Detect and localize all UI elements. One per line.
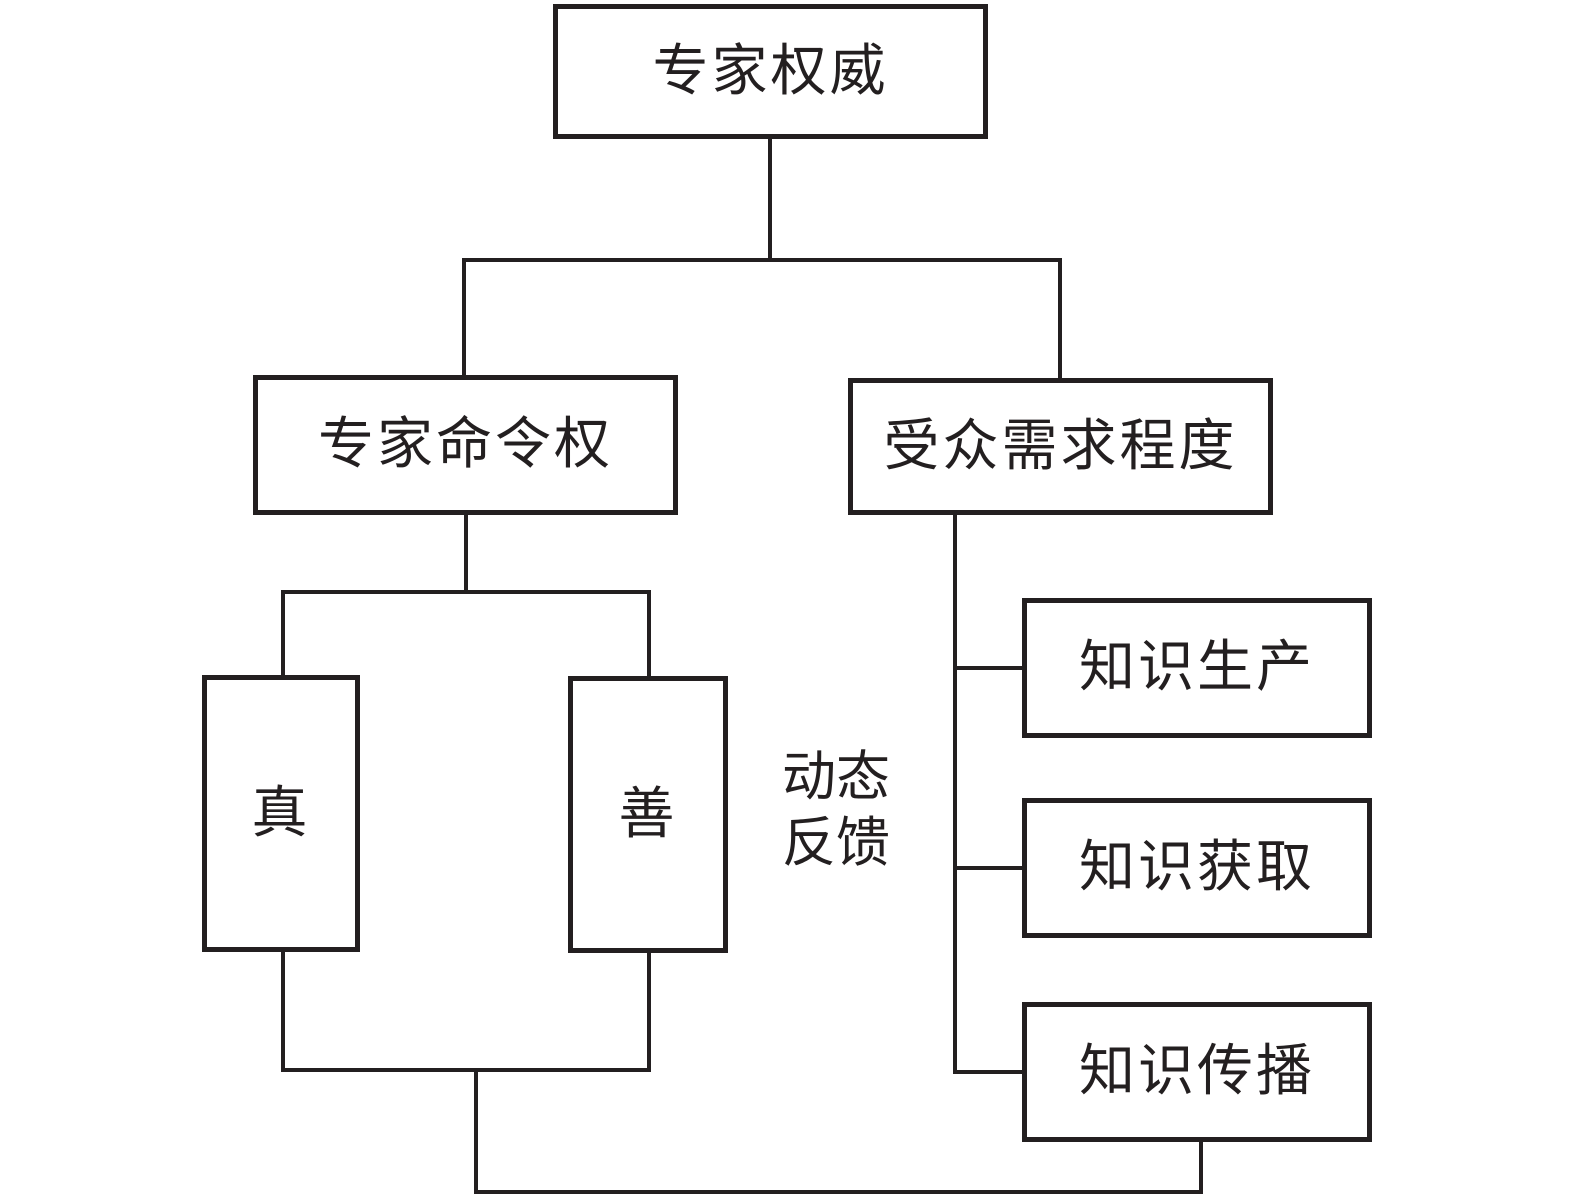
node-audience-demand-level: 受众需求程度	[848, 378, 1273, 515]
connector-branch-horizontal	[462, 258, 1062, 262]
node-knowledge-dissemination-label: 知识传播	[1079, 1041, 1315, 1103]
connector-stub-acquisition	[953, 866, 1022, 870]
node-knowledge-production: 知识生产	[1022, 598, 1372, 738]
dynamic-feedback-label-line1: 动态	[782, 747, 890, 807]
node-expert-command-power: 专家命令权	[253, 375, 678, 515]
connector-left-branch-drop	[462, 258, 466, 375]
node-knowledge-dissemination: 知识传播	[1022, 1002, 1372, 1142]
node-expert-authority-label: 专家权威	[652, 40, 889, 103]
node-expert-authority: 专家权威	[553, 4, 988, 139]
node-knowledge-production-label: 知识生产	[1079, 637, 1315, 699]
node-knowledge-acquisition: 知识获取	[1022, 798, 1372, 938]
connector-audience-spine	[953, 514, 957, 1074]
connector-feedback-bottom	[474, 1190, 1203, 1194]
connector-goodness-descender	[647, 953, 651, 1072]
connector-truth-descender	[281, 952, 285, 1072]
connector-command-stem	[464, 515, 468, 594]
node-knowledge-acquisition-label: 知识获取	[1079, 837, 1315, 899]
node-truth: 真	[202, 675, 360, 952]
connector-bottom-join	[281, 1068, 651, 1072]
connector-stub-production	[953, 666, 1022, 670]
connector-goodness-drop	[647, 590, 651, 676]
connector-truth-drop	[281, 590, 285, 675]
connector-truth-goodness-horizontal	[281, 590, 651, 594]
connector-right-branch-drop	[1058, 258, 1062, 378]
connector-stub-dissemination	[953, 1070, 1022, 1074]
connector-feedback-riser	[1199, 1142, 1203, 1194]
node-truth-label: 真	[251, 782, 311, 845]
node-goodness-label: 善	[618, 783, 678, 846]
dynamic-feedback-label-line2: 反馈	[782, 813, 890, 873]
connector-feedback-drop	[474, 1068, 478, 1194]
dynamic-feedback-label: 动态 反馈	[760, 744, 912, 876]
node-goodness: 善	[568, 676, 728, 953]
node-expert-command-power-label: 专家命令权	[318, 414, 613, 476]
connector-root-stem	[768, 139, 772, 260]
node-audience-demand-level-label: 受众需求程度	[883, 415, 1238, 478]
